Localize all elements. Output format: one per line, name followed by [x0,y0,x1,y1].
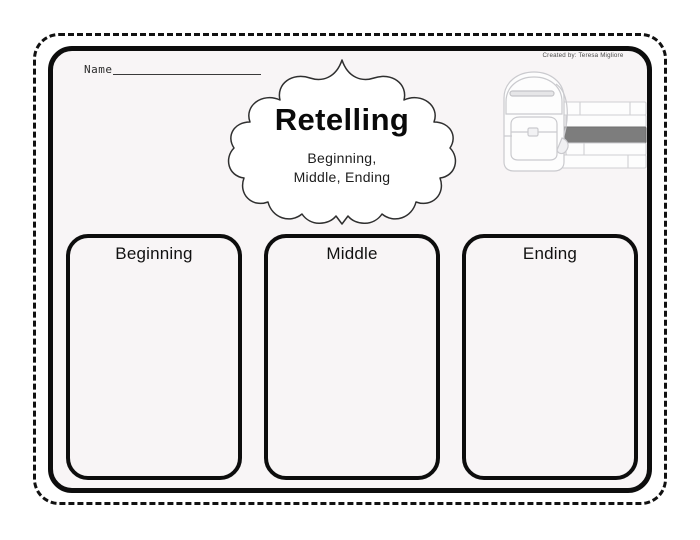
name-field-writing-line[interactable] [112,74,261,75]
title-banner: Retelling Beginning, Middle, Ending [196,56,488,228]
section-label-beginning: Beginning [115,244,193,263]
backpack-and-books-icon [484,62,650,180]
section-label-ending: Ending [522,244,578,263]
section-label-middle: Middle [326,244,378,263]
banner-subtitle-line-1: Beginning, [307,150,377,167]
section-box-ending[interactable]: Ending [462,234,638,480]
banner-title: Retelling [274,102,410,138]
banner-subtitle-line-2: Middle, Ending [293,168,391,185]
name-field-label: Name [84,63,113,76]
section-box-middle[interactable]: Middle [264,234,440,480]
name-field[interactable]: Name [84,64,261,76]
outer-dashed-border [33,33,667,505]
credit-text: Created by: Teresa Migliore [542,52,624,59]
section-box-beginning[interactable]: Beginning [66,234,242,480]
banner-subtitle: Beginning, Middle, Ending [294,149,391,186]
banner-outline-icon [227,59,457,225]
